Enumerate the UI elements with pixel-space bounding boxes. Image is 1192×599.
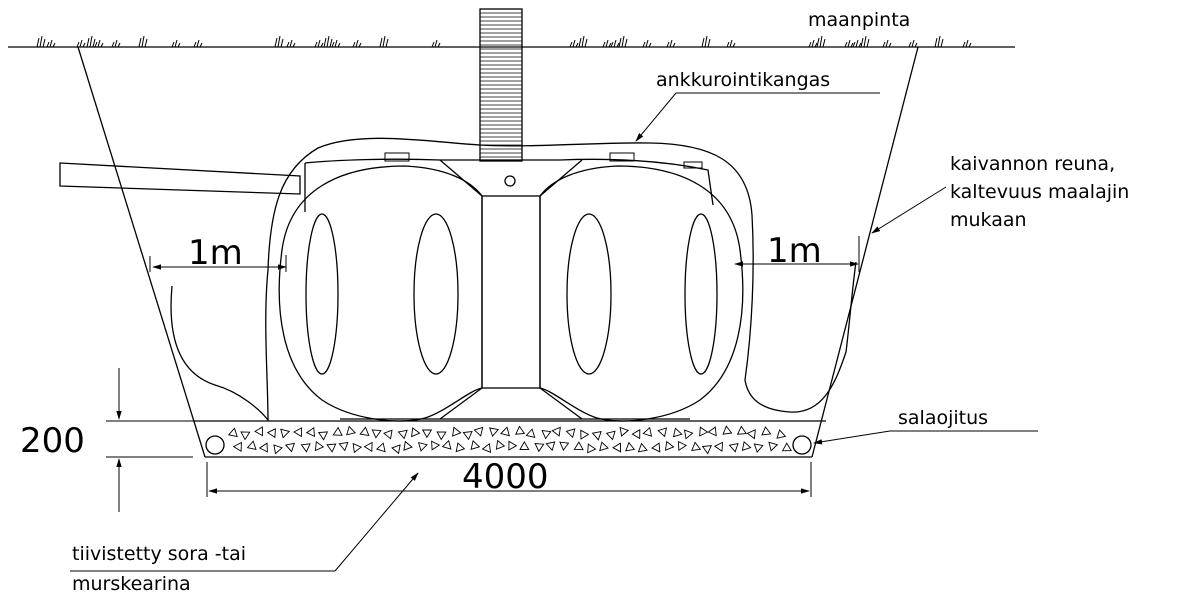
lid-right (609, 152, 635, 162)
inlet-pipe (59, 162, 301, 195)
excavation-edge-label-3: mukaan (950, 209, 1027, 231)
anchor-fabric-outline (170, 137, 857, 422)
tank-rib-3 (566, 213, 612, 375)
clearance-left-label: 1m (188, 233, 243, 273)
column-brace-tr (539, 159, 583, 197)
ground-label: maanpinta (808, 9, 910, 31)
drain-pipe-left (205, 435, 225, 455)
drain-pipe-right (792, 435, 812, 455)
pit-wall-left (77, 46, 206, 458)
tank-hole (504, 175, 516, 187)
leader-drainage-arrow (813, 430, 891, 445)
tank-lobe-right (539, 165, 744, 422)
tank-top (304, 158, 714, 206)
tank-rib-4 (684, 213, 718, 375)
pit-wall-right (811, 46, 919, 458)
grass-tufts (36, 35, 972, 48)
tank-rib-2 (413, 213, 459, 375)
excavation-edge-label-2: kaltevuus maalajin (950, 181, 1129, 203)
tank-rib-1 (305, 213, 339, 375)
clearance-right-label: 1m (767, 231, 822, 271)
lid-left (384, 152, 410, 162)
tank-lobe-left (278, 165, 483, 422)
drainage-label: salaojitus (898, 407, 988, 429)
excavation-edge-label-1: kaivannon reuna, (950, 153, 1115, 175)
vent-cap (683, 161, 703, 169)
bed-thickness-label: 200 (20, 421, 85, 461)
column-brace-br (539, 387, 583, 420)
gravel-label-2: murskearina (72, 573, 191, 595)
leader-excavation (871, 186, 947, 234)
leader-gravel-arrow (334, 472, 419, 572)
gravel-label-1: tiivistetty sora -tai (72, 543, 246, 565)
column-brace-bl (439, 387, 483, 420)
leader-anchor-fabric-arrow (635, 92, 677, 142)
anchor-fabric-label: ankkurointikangas (656, 69, 830, 91)
column-brace-tl (439, 159, 483, 197)
riser-corrugation (480, 12, 522, 158)
gravel-fill (227, 425, 792, 455)
tank-center-column (481, 195, 541, 389)
pit-width-label: 4000 (462, 457, 549, 497)
